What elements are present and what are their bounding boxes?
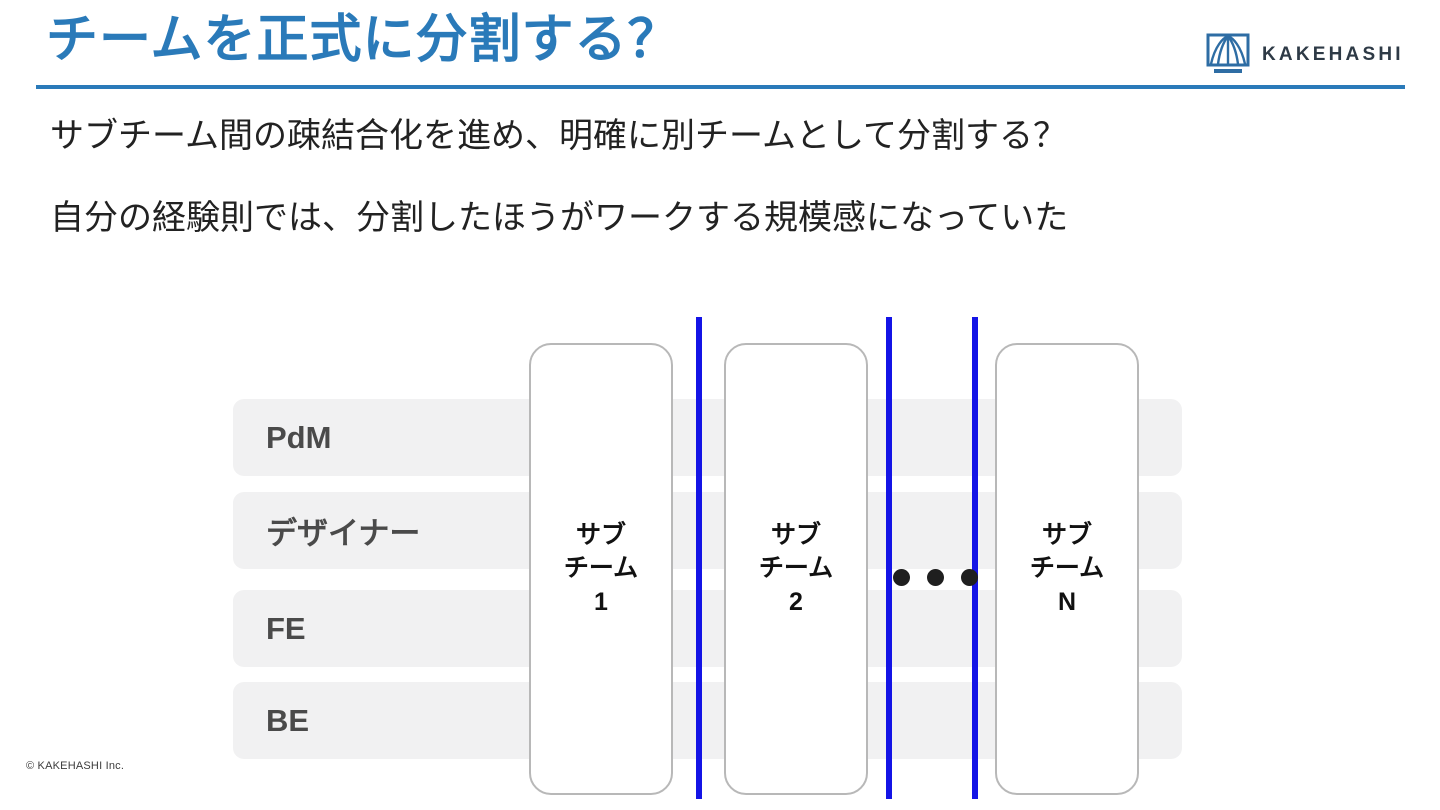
subteam-2-line-1: サブ xyxy=(770,521,821,550)
team-divider-line-1 xyxy=(696,317,702,799)
subteam-1-line-3: 1 xyxy=(594,587,608,616)
subteam-n-line-2: チーム xyxy=(1029,554,1105,583)
team-divider-line-2 xyxy=(886,317,892,799)
ellipsis-dot-1 xyxy=(893,569,910,586)
subteam-1-line-2: チーム xyxy=(563,554,639,583)
body-line-2: 自分の経験則では、分割したほうがワークする規模感になっていた xyxy=(50,199,1069,237)
title-divider-rule xyxy=(36,85,1405,89)
subteam-2-line-3: 2 xyxy=(789,587,803,616)
body-line-1: サブチーム間の疎結合化を進め、明確に別チームとして分割する？ xyxy=(50,117,1067,155)
role-label-pdm: PdM xyxy=(266,419,332,455)
page-title: チームを正式に分割する？ xyxy=(46,11,681,69)
kakehashi-logo: KAKEHASHI xyxy=(1206,33,1404,75)
role-label-fe: FE xyxy=(266,610,306,646)
subteam-box-n: サブ チーム N xyxy=(995,343,1139,795)
kakehashi-wordmark: KAKEHASHI xyxy=(1262,43,1404,65)
subteam-box-1: サブ チーム 1 xyxy=(529,343,673,795)
team-divider-line-3 xyxy=(972,317,978,799)
role-label-designer: デザイナー xyxy=(266,516,421,551)
ellipsis-dot-3 xyxy=(961,569,978,586)
role-label-be: BE xyxy=(266,702,310,738)
ellipsis-dots xyxy=(893,569,978,586)
subteam-box-2: サブ チーム 2 xyxy=(724,343,868,795)
kakehashi-bridge-mark-icon xyxy=(1206,33,1250,75)
subteam-2-line-2: チーム xyxy=(758,554,834,583)
subteam-n-line-3: N xyxy=(1057,587,1077,616)
subteam-1-line-1: サブ xyxy=(575,521,626,550)
ellipsis-dot-2 xyxy=(927,569,944,586)
copyright-footer: © KAKEHASHI Inc. xyxy=(26,760,125,772)
subteam-n-line-1: サブ xyxy=(1041,521,1092,550)
